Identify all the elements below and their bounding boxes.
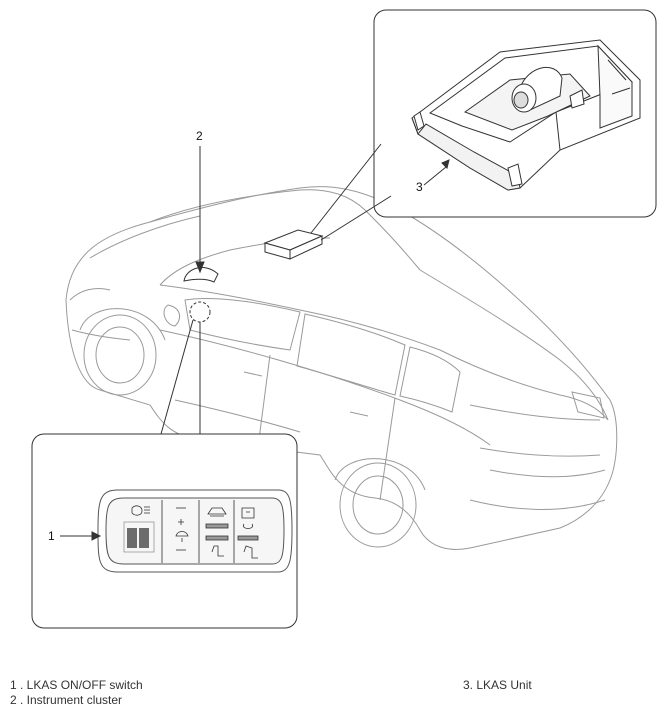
lkas-switch-button [123, 505, 155, 553]
seat-icons-column [237, 507, 259, 559]
callout-3-arrow [423, 159, 450, 186]
seat-heat-icon [243, 545, 258, 559]
callout-number-3: 3 [416, 180, 423, 194]
brightness-buttons [175, 507, 189, 551]
lkas-lane-icon [127, 528, 149, 548]
callout-2-arrow [195, 146, 205, 274]
plus-icon [178, 519, 184, 525]
lkas-camera-unit [411, 39, 641, 191]
switch-location-circle [189, 301, 211, 323]
callout-number-2: 2 [196, 129, 203, 143]
car-side-icon [207, 507, 227, 517]
seat-icon [211, 545, 224, 557]
parking-icon [242, 523, 254, 529]
legend-left: 1 . LKAS ON/OFF switch 2 . Instrument cl… [10, 678, 143, 708]
dimmer-icon [175, 531, 189, 542]
car-illustration [65, 186, 618, 550]
switch-detail: 1 [31, 319, 298, 629]
instrument-cluster-marker [183, 267, 219, 283]
headlight-icon [131, 505, 150, 516]
car-icons-column [205, 507, 229, 557]
switch-panel [97, 489, 293, 573]
legend-right: 3. LKAS Unit [463, 678, 532, 693]
legend-item-lkas-unit: 3. LKAS Unit [463, 678, 532, 692]
legend-item-instrument-cluster: 2 . Instrument cluster [10, 693, 123, 707]
lkas-unit-marker [263, 229, 324, 260]
callout-number-1: 1 [48, 529, 55, 543]
legend-item-lkas-switch: 1 . LKAS ON/OFF switch [10, 678, 143, 692]
callout-1-arrow [60, 531, 102, 541]
lkas-unit-detail: 3 [310, 9, 657, 241]
camera-icon [241, 507, 255, 519]
